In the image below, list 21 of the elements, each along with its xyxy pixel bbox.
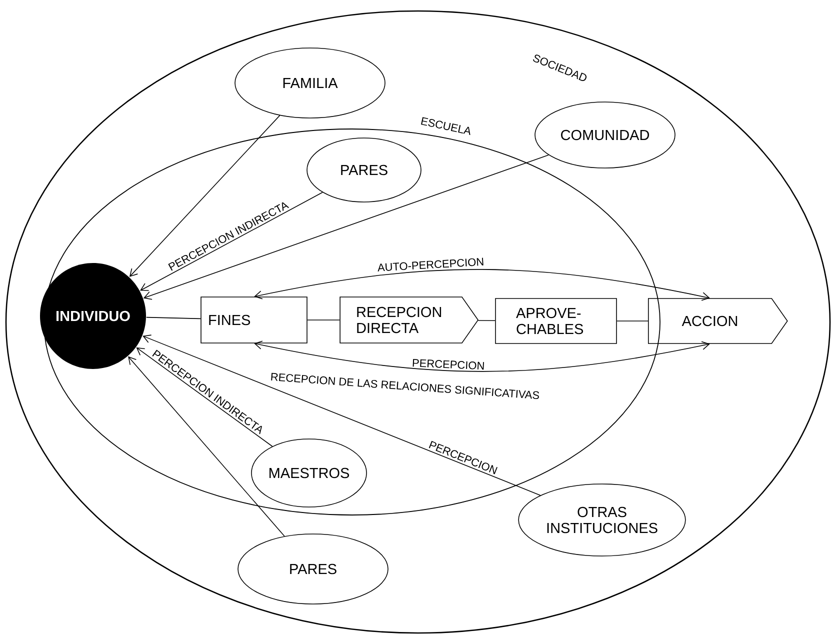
oval-node: OTRAS INSTITUCIONES xyxy=(518,484,686,556)
arrow xyxy=(142,334,541,496)
edge-label: PERCEPCION xyxy=(412,359,484,370)
arrow xyxy=(136,347,273,447)
process-box: APROVE- CHABLES xyxy=(495,298,617,344)
oval-node: PARES xyxy=(306,138,422,202)
arrow xyxy=(128,356,285,537)
arrow xyxy=(129,115,280,277)
process-box: FINES xyxy=(200,296,308,344)
arrow xyxy=(254,269,710,301)
arrow xyxy=(254,340,710,372)
arrow-box: ACCION xyxy=(648,298,788,344)
oval-node: COMUNIDAD xyxy=(534,102,676,168)
oval-node: MAESTROS xyxy=(251,438,367,508)
oval-node: FAMILIA xyxy=(234,48,386,118)
arrow-box: RECEPCION DIRECTA xyxy=(340,296,479,344)
arrow xyxy=(143,154,549,300)
curved-label: RECEPCION DE LAS RELACIONES SIGNIFICATIVAS xyxy=(271,372,540,400)
oval-node: PARES xyxy=(238,534,388,604)
arrow xyxy=(140,192,323,291)
edge-label: AUTO-PERCEPCION xyxy=(378,258,484,272)
